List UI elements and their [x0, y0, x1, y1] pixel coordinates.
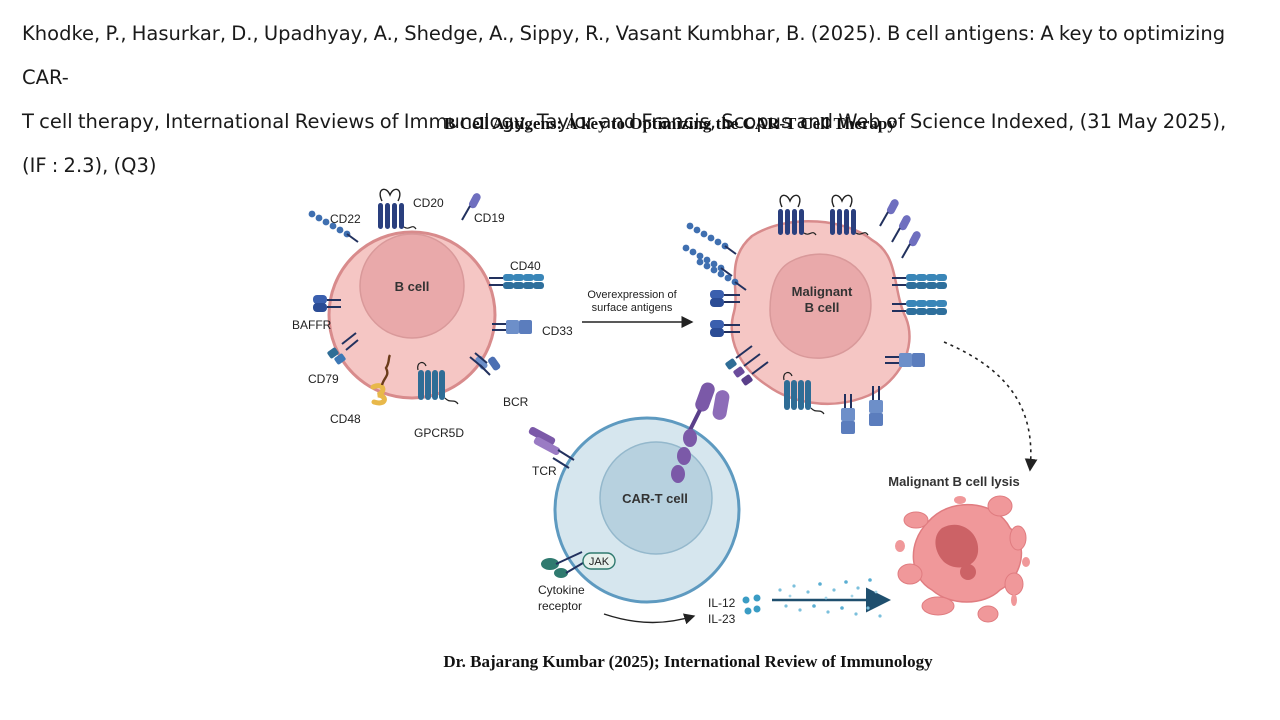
overexpression-label-line1: Overexpression of [587, 289, 677, 301]
cd22-label: CD22 [330, 212, 361, 226]
car-t-label: CAR-T cell [622, 491, 688, 506]
citation-line-3: (IF : 2.3), (Q3) [22, 154, 157, 177]
cd40-icon [488, 273, 545, 290]
malignant-cd79-icon [725, 345, 769, 386]
jak-label: JAK [589, 556, 610, 568]
figure-title: B Cell Antigens: A key to Optimizing the… [444, 114, 896, 133]
tcr-label: TCR [532, 464, 557, 478]
bcr-label: BCR [503, 395, 529, 409]
lysis-arrow [943, 341, 1038, 472]
malignant-label-line2: B cell [805, 300, 840, 315]
cd33-icon [491, 319, 533, 335]
cytokine-particles-icon [742, 578, 891, 618]
cytokine-label-line2: receptor [538, 599, 582, 613]
cd79-icon [327, 332, 359, 365]
il12-label: IL-12 [708, 596, 736, 610]
jak-icon: JAK [582, 552, 616, 570]
malignant-label-line1: Malignant [792, 284, 853, 299]
malignant-b-cell: Malignant B cell [730, 219, 911, 405]
baffr-label: BAFFR [292, 318, 332, 332]
cd79-label: CD79 [308, 372, 339, 386]
citation: Khodke, P., Hasurkar, D., Upadhyay, A., … [22, 12, 1267, 188]
b-cell: B cell [327, 230, 497, 400]
cd48-label: CD48 [330, 412, 361, 426]
bcr-icon [469, 352, 503, 376]
citation-line-2: T cell therapy, International Reviews of… [22, 110, 1227, 133]
b-cell-label: B cell [395, 279, 430, 294]
il23-label: IL-23 [708, 612, 736, 626]
overexpression-label-line2: surface antigens [592, 302, 673, 314]
lysed-cell-icon [895, 495, 1030, 623]
malignant-baffr-icon [710, 290, 740, 337]
cd48-icon [370, 354, 392, 406]
malignant-cd19-icon [879, 196, 924, 259]
car-t-cell: CAR-T cell [553, 416, 741, 604]
cd19-label: CD19 [474, 211, 505, 225]
lysis-label: Malignant B cell lysis [888, 474, 1020, 489]
tcr-icon [528, 426, 575, 469]
citation-line-1: Khodke, P., Hasurkar, D., Upadhyay, A., … [22, 22, 1226, 89]
cd33-label: CD33 [542, 324, 573, 338]
figure-footer: Dr. Bajarang Kumbar (2025); Internationa… [443, 652, 933, 671]
baffr-icon [313, 295, 341, 312]
cd20-label: CD20 [413, 196, 444, 210]
cytokine-arrow [603, 613, 696, 625]
gpcr5d-label: GPCR5D [414, 426, 464, 440]
cd40-label: CD40 [510, 259, 541, 273]
car-receptor-icon [671, 382, 730, 483]
cytokine-label-line1: Cytokine [538, 583, 585, 597]
cd20-icon [377, 188, 417, 230]
